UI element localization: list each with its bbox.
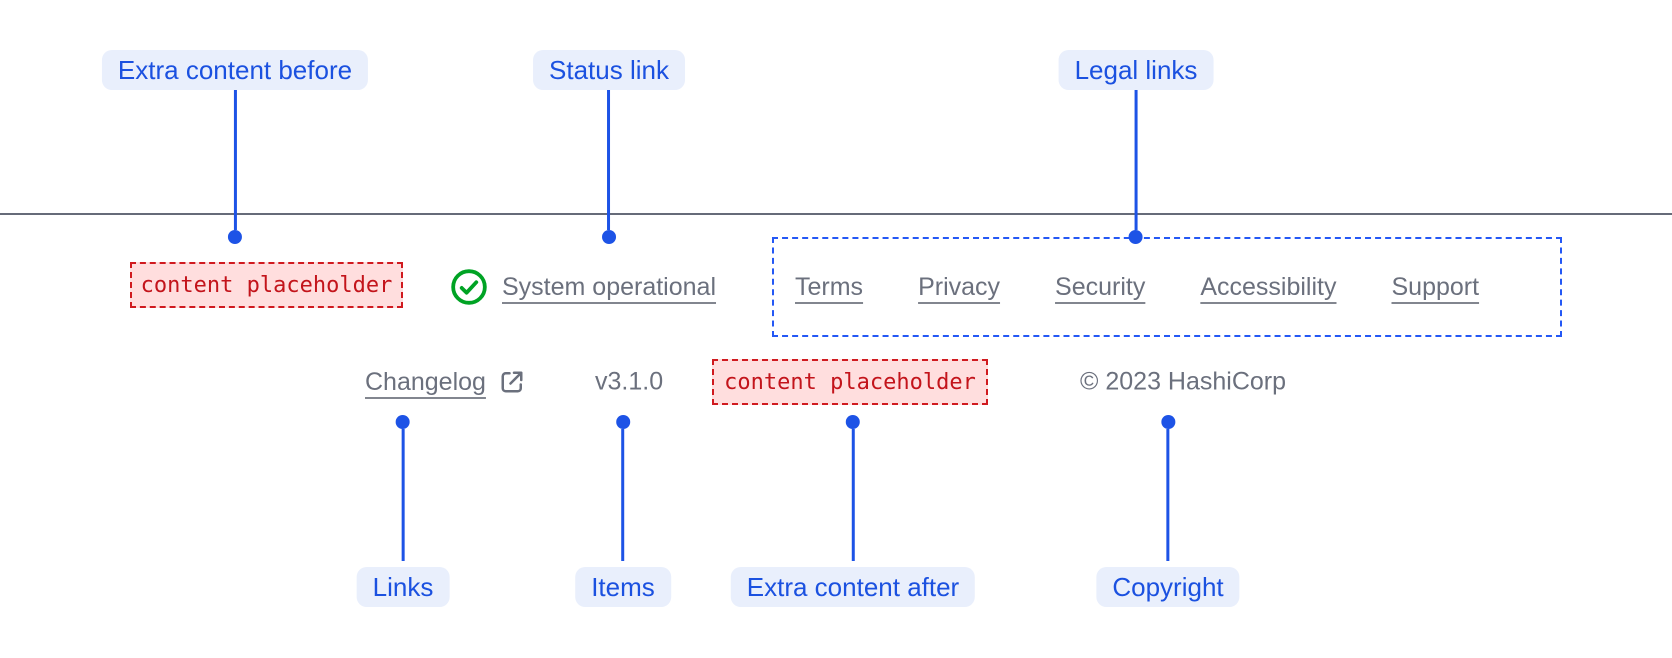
annotation-label: Items <box>575 567 671 607</box>
annotation-line <box>621 429 625 561</box>
annotation-dot <box>1161 415 1175 429</box>
status-ok-check-icon <box>451 269 487 305</box>
annotation-dot <box>395 415 410 429</box>
changelog-link[interactable]: Changelog <box>365 367 486 396</box>
copyright-text: © 2023 HashiCorp <box>1080 367 1287 396</box>
external-link-icon <box>501 371 523 393</box>
annotation-line <box>233 90 237 230</box>
annotation-label: Legal links <box>1058 50 1214 90</box>
annotation-label: Extra content after <box>730 567 976 607</box>
callout-extra-content-before: Extra content before <box>101 50 369 244</box>
callout-extra-content-after: Extra content after <box>730 415 976 607</box>
callout-status-link: Status link <box>533 50 685 244</box>
annotation-line <box>401 429 405 561</box>
status-link-group: System operational <box>450 268 716 306</box>
annotation-line <box>607 90 611 230</box>
callout-links: Links <box>356 415 450 607</box>
annotation-dot <box>615 415 630 429</box>
legal-link-terms[interactable]: Terms <box>795 272 864 301</box>
footer-links-group: Changelog <box>365 367 527 397</box>
annotation-dot <box>845 415 860 429</box>
legal-link-support[interactable]: Support <box>1391 272 1480 301</box>
legal-link-security[interactable]: Security <box>1055 272 1146 301</box>
annotation-line <box>851 429 855 561</box>
placeholder-text: content placeholder <box>724 369 976 395</box>
annotation-label: Status link <box>533 50 685 90</box>
annotation-line <box>1134 90 1138 230</box>
annotation-dot <box>601 230 616 244</box>
placeholder-text: content placeholder <box>140 272 393 298</box>
annotation-dot <box>227 230 242 244</box>
legal-link-accessibility[interactable]: Accessibility <box>1200 272 1337 301</box>
annotation-label: Extra content before <box>101 50 369 90</box>
annotation-label: Copyright <box>1096 567 1240 607</box>
legal-links-outline: Terms Privacy Security Accessibility Sup… <box>772 237 1562 337</box>
annotation-dot <box>1128 230 1143 244</box>
extra-content-before-placeholder: content placeholder <box>130 262 403 308</box>
status-link[interactable]: System operational <box>502 272 717 301</box>
legal-link-privacy[interactable]: Privacy <box>918 272 1001 301</box>
footer-top-divider <box>0 213 1672 215</box>
callout-items: Items <box>575 415 671 607</box>
callout-copyright: Copyright <box>1096 415 1240 607</box>
version-item: v3.1.0 <box>595 367 664 396</box>
annotation-line <box>1166 429 1170 561</box>
annotation-label: Links <box>356 567 450 607</box>
extra-content-after-placeholder: content placeholder <box>712 359 988 405</box>
callout-legal-links: Legal links <box>1058 50 1214 244</box>
